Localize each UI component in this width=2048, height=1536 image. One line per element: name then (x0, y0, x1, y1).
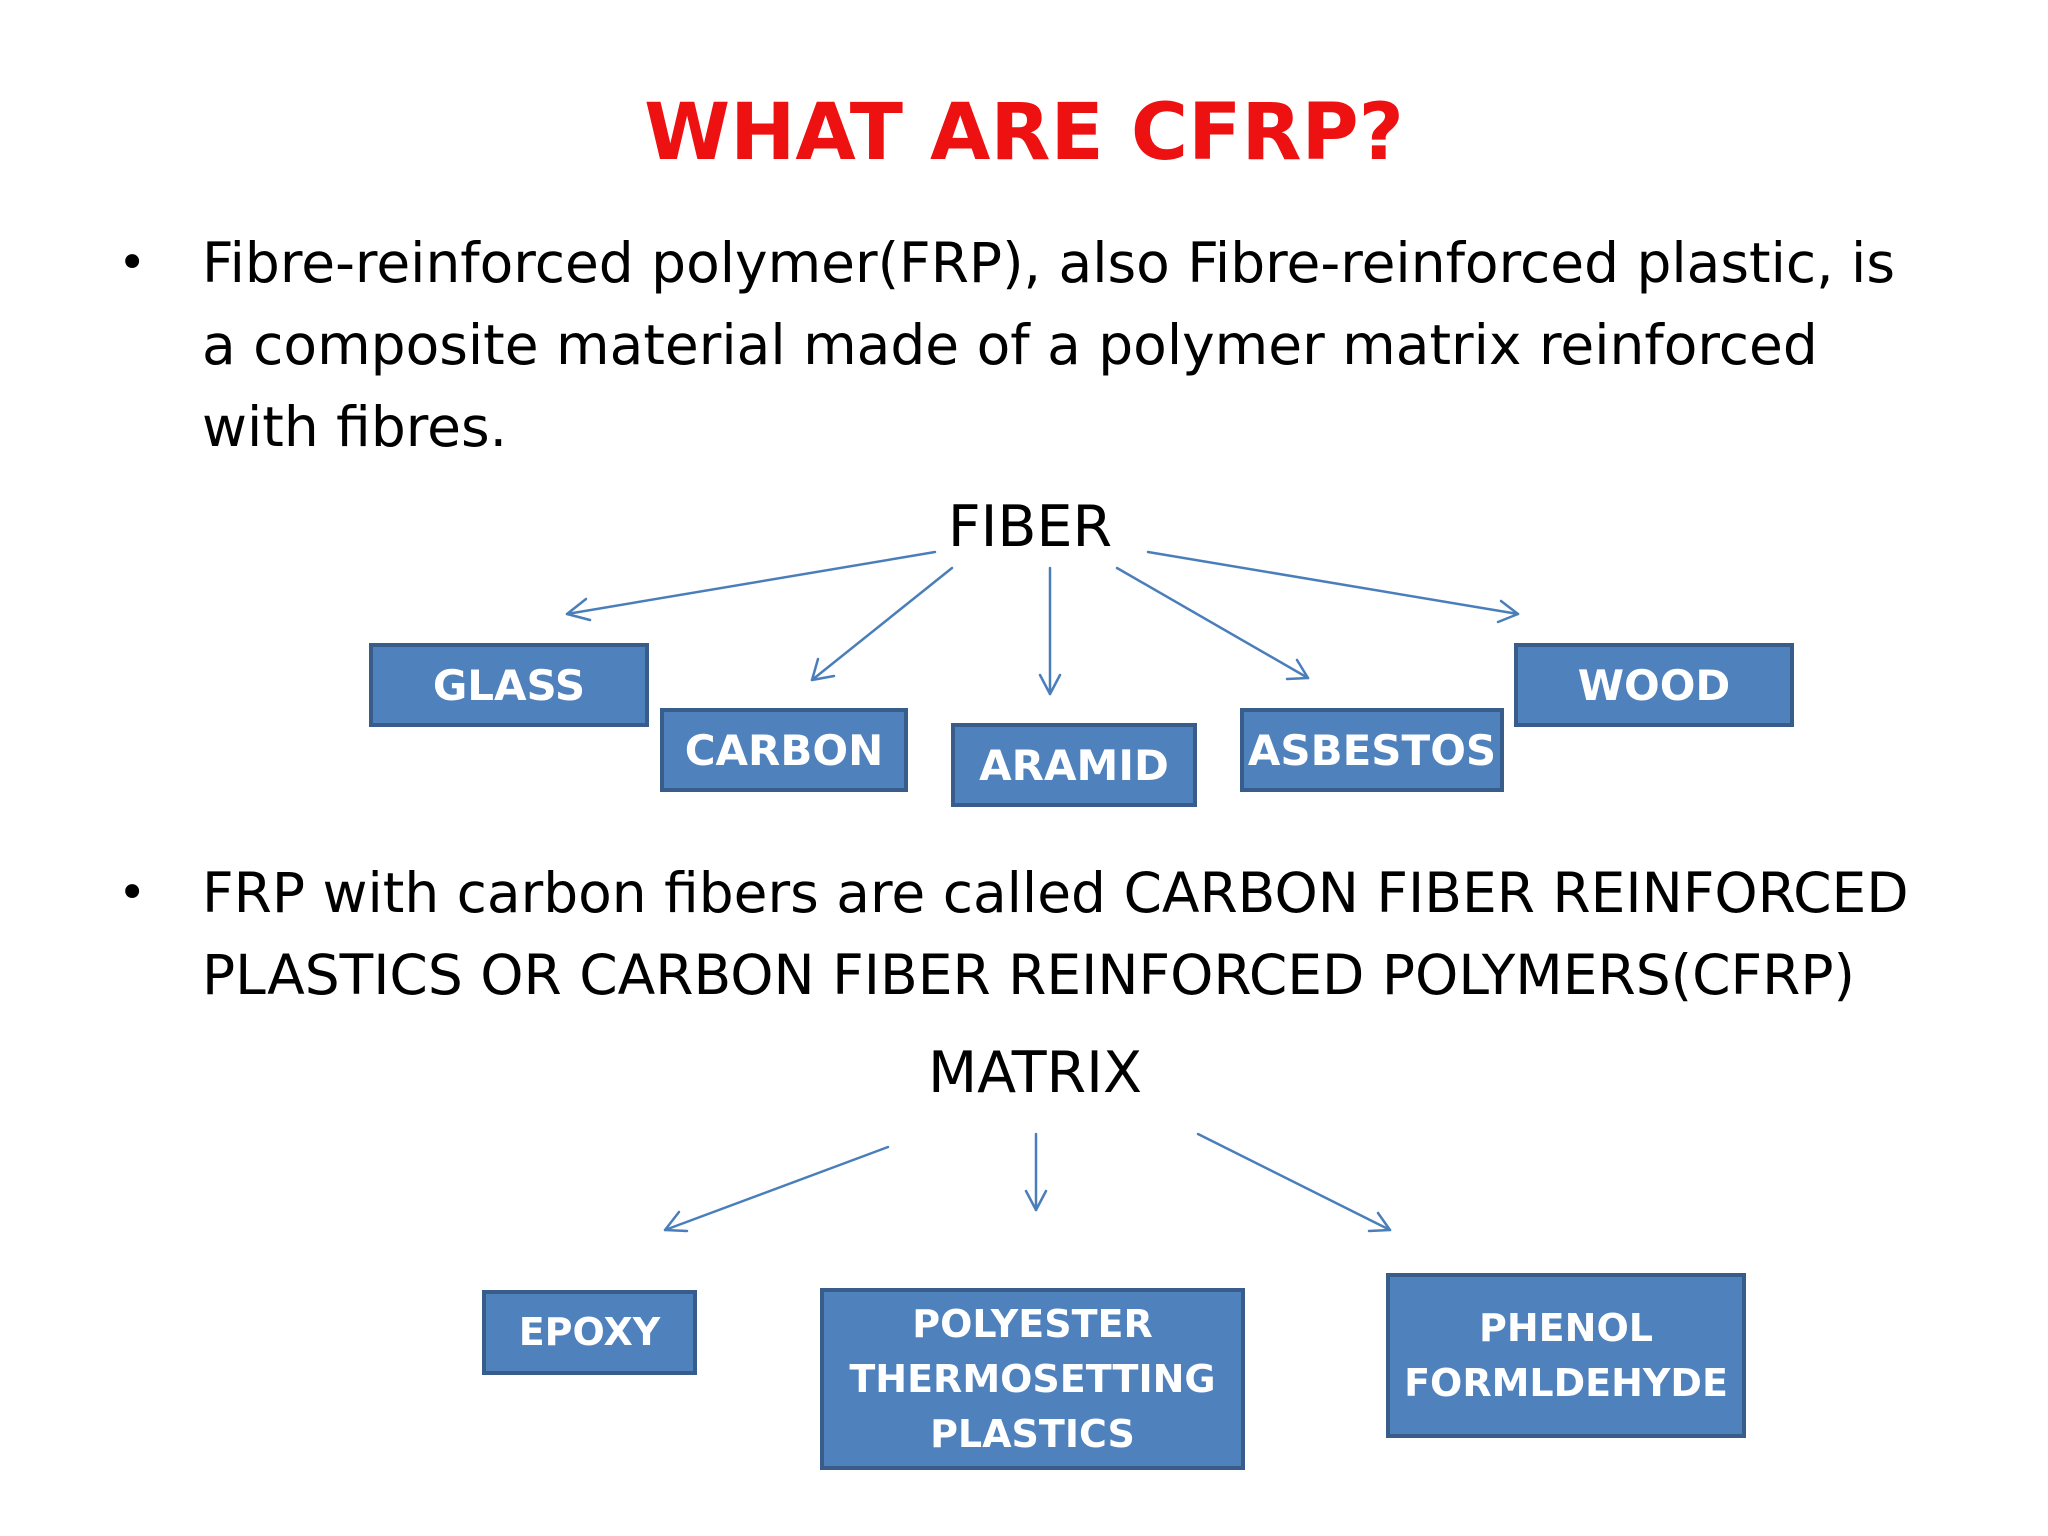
matrix-box-phenol: PHENOL FORMLDEHYDE (1386, 1273, 1746, 1438)
bullet-line: a composite material made of a polymer m… (202, 313, 1818, 377)
fiber-box-asbestos: ASBESTOS (1240, 708, 1504, 792)
arrow-fiber-carbon (810, 566, 954, 682)
bullet-line: with fibres. (202, 395, 508, 459)
matrix-box-line: EPOXY (518, 1310, 661, 1354)
bullet-line: PLASTICS OR CARBON FIBER REINFORCED POLY… (202, 943, 1855, 1007)
arrow-fiber-wood (1146, 550, 1520, 624)
bullet-text: Fibre-reinforced polymer(FRP), also Fibr… (202, 222, 1942, 468)
fiber-box-glass: GLASS (369, 643, 649, 727)
fiber-box-aramid: ARAMID (951, 723, 1197, 807)
fiber-box-carbon: CARBON (660, 708, 908, 792)
arrow-matrix-polyester (1024, 1132, 1048, 1212)
matrix-box-line: PLASTICS (930, 1411, 1135, 1456)
arrow-fiber-asbestos (1115, 566, 1310, 681)
arrow-matrix-epoxy (663, 1145, 890, 1233)
fiber-label: FIBER (947, 494, 1113, 560)
fiber-box-wood: WOOD (1514, 643, 1794, 727)
matrix-label: MATRIX (927, 1040, 1143, 1106)
bullet-line: Fibre-reinforced polymer(FRP), also Fibr… (202, 231, 1895, 295)
bullet-dot: • (118, 865, 147, 921)
matrix-box-line: POLYESTER (912, 1301, 1153, 1346)
slide-title: WHAT ARE CFRP? (644, 88, 1404, 178)
arrow-fiber-glass (565, 550, 937, 622)
matrix-box-line: FORMLDEHYDE (1404, 1360, 1728, 1405)
matrix-box-polyester: POLYESTER THERMOSETTING PLASTICS (820, 1288, 1245, 1470)
matrix-box-epoxy: EPOXY (482, 1290, 697, 1375)
bullet-text: FRP with carbon fibers are called CARBON… (202, 852, 1942, 1016)
arrow-matrix-phenol (1196, 1132, 1392, 1233)
bullet-dot: • (118, 235, 147, 291)
matrix-box-line: THERMOSETTING (849, 1356, 1216, 1401)
matrix-box-line: PHENOL (1479, 1305, 1653, 1350)
arrow-fiber-aramid (1038, 566, 1062, 696)
bullet-line: FRP with carbon fibers are called CARBON… (202, 861, 1909, 925)
